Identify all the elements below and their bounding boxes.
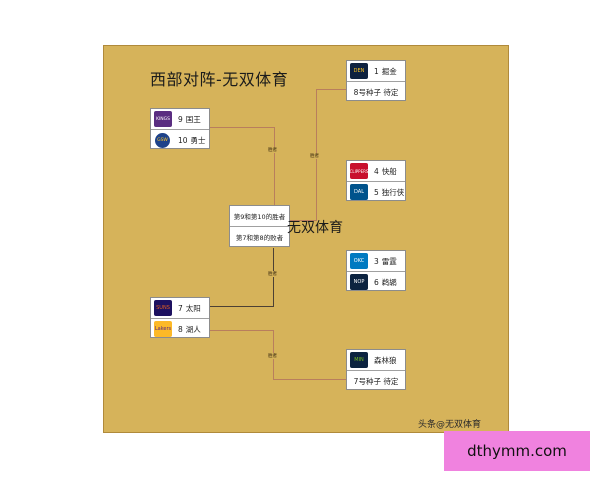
team-name: 掘金	[381, 66, 397, 76]
team-seed: 4	[374, 166, 379, 176]
team-row-timberwolves: MIN 森林狼	[347, 350, 405, 370]
thunder-pelicans-matchup: OKC 3 雷霆 NOP 6 鹈鹕	[346, 250, 406, 291]
timberwolves-matchup: MIN 森林狼 7号种子 待定	[346, 349, 406, 390]
winner-label: 胜者	[268, 271, 277, 277]
opponent-row: 7号种子 待定	[347, 370, 405, 391]
page-title: 西部对阵-无双体育	[150, 70, 289, 89]
team-seed: 6	[374, 277, 379, 287]
team-name: 雷霆	[381, 256, 397, 266]
kings-logo-icon: KINGS	[154, 111, 172, 127]
team-seed: 10	[178, 135, 188, 145]
team-row-clippers: CLIPPERS 4 快船	[347, 161, 405, 181]
clippers-logo-icon: CLIPPERS	[350, 163, 368, 179]
team-seed: 7	[178, 303, 183, 313]
team-row-suns: SUNS 7 太阳	[151, 298, 209, 318]
play-in-loser: 第7和第8的败者	[230, 226, 289, 247]
team-row-lakers: Lakers 8 湖人	[151, 318, 209, 339]
team-seed: 1	[374, 66, 379, 76]
timberwolves-logo-icon: MIN	[350, 352, 368, 368]
suns-logo-icon: SUNS	[154, 300, 172, 316]
mavericks-logo-icon: DAL	[350, 184, 368, 200]
lakers-logo-icon: Lakers	[154, 321, 172, 337]
team-row-mavericks: DAL 5 独行侠	[347, 181, 405, 202]
team-seed: 5	[374, 187, 379, 197]
connector-line	[210, 127, 275, 128]
team-row-kings: KINGS 9 国王	[151, 109, 209, 129]
winner-label: 胜者	[310, 153, 319, 159]
bracket-board	[103, 45, 509, 433]
connector-line	[316, 89, 346, 90]
team-row-warriors: GSW 10 勇士	[151, 129, 209, 150]
kings-warriors-matchup: KINGS 9 国王 GSW 10 勇士	[150, 108, 210, 149]
connector-line	[210, 306, 274, 307]
team-name: 勇士	[190, 135, 206, 145]
opponent-row: 8号种子 待定	[347, 81, 405, 102]
team-row-pelicans: NOP 6 鹈鹕	[347, 271, 405, 292]
winner-label: 胜者	[268, 147, 277, 153]
play-in-winner: 第9和第10的胜者	[233, 213, 286, 221]
source-credit: 头条@无双体育	[418, 420, 482, 430]
pelicans-logo-icon: NOP	[350, 274, 368, 290]
team-row-nuggets: DEN 1 掘金	[347, 61, 405, 81]
team-name: 独行侠	[381, 187, 405, 197]
winner-label: 胜者	[268, 353, 277, 359]
connector-line	[274, 127, 275, 205]
connector-line	[210, 330, 274, 331]
team-row-thunder: OKC 3 雷霆	[347, 251, 405, 271]
team-seed: 8	[178, 324, 183, 334]
team-name: 湖人	[185, 324, 201, 334]
team-name: 森林狼	[374, 355, 397, 365]
suns-lakers-matchup: SUNS 7 太阳 Lakers 8 湖人	[150, 297, 210, 338]
opponent-text: 7号种子 待定	[353, 376, 399, 386]
center-watermark: 无双体育	[287, 220, 343, 236]
warriors-logo-icon: GSW	[155, 132, 170, 148]
opponent-text: 8号种子 待定	[353, 87, 399, 97]
nuggets-matchup: DEN 1 掘金 8号种子 待定	[346, 60, 406, 101]
connector-line	[273, 248, 274, 306]
team-seed: 9	[178, 114, 183, 124]
team-seed: 3	[374, 256, 379, 266]
team-name: 鹈鹕	[381, 277, 397, 287]
nuggets-logo-icon: DEN	[350, 63, 368, 79]
thunder-logo-icon: OKC	[350, 253, 368, 269]
clippers-mavericks-matchup: CLIPPERS 4 快船 DAL 5 独行侠	[346, 160, 406, 201]
team-name: 国王	[185, 114, 201, 124]
team-name: 太阳	[185, 303, 201, 313]
footer-banner: dthymm.com	[444, 431, 590, 471]
team-name: 快船	[381, 166, 397, 176]
connector-line	[290, 220, 317, 221]
play-in-box: 第9和第10的胜者 第7和第8的败者	[229, 205, 290, 247]
connector-line	[273, 379, 346, 380]
